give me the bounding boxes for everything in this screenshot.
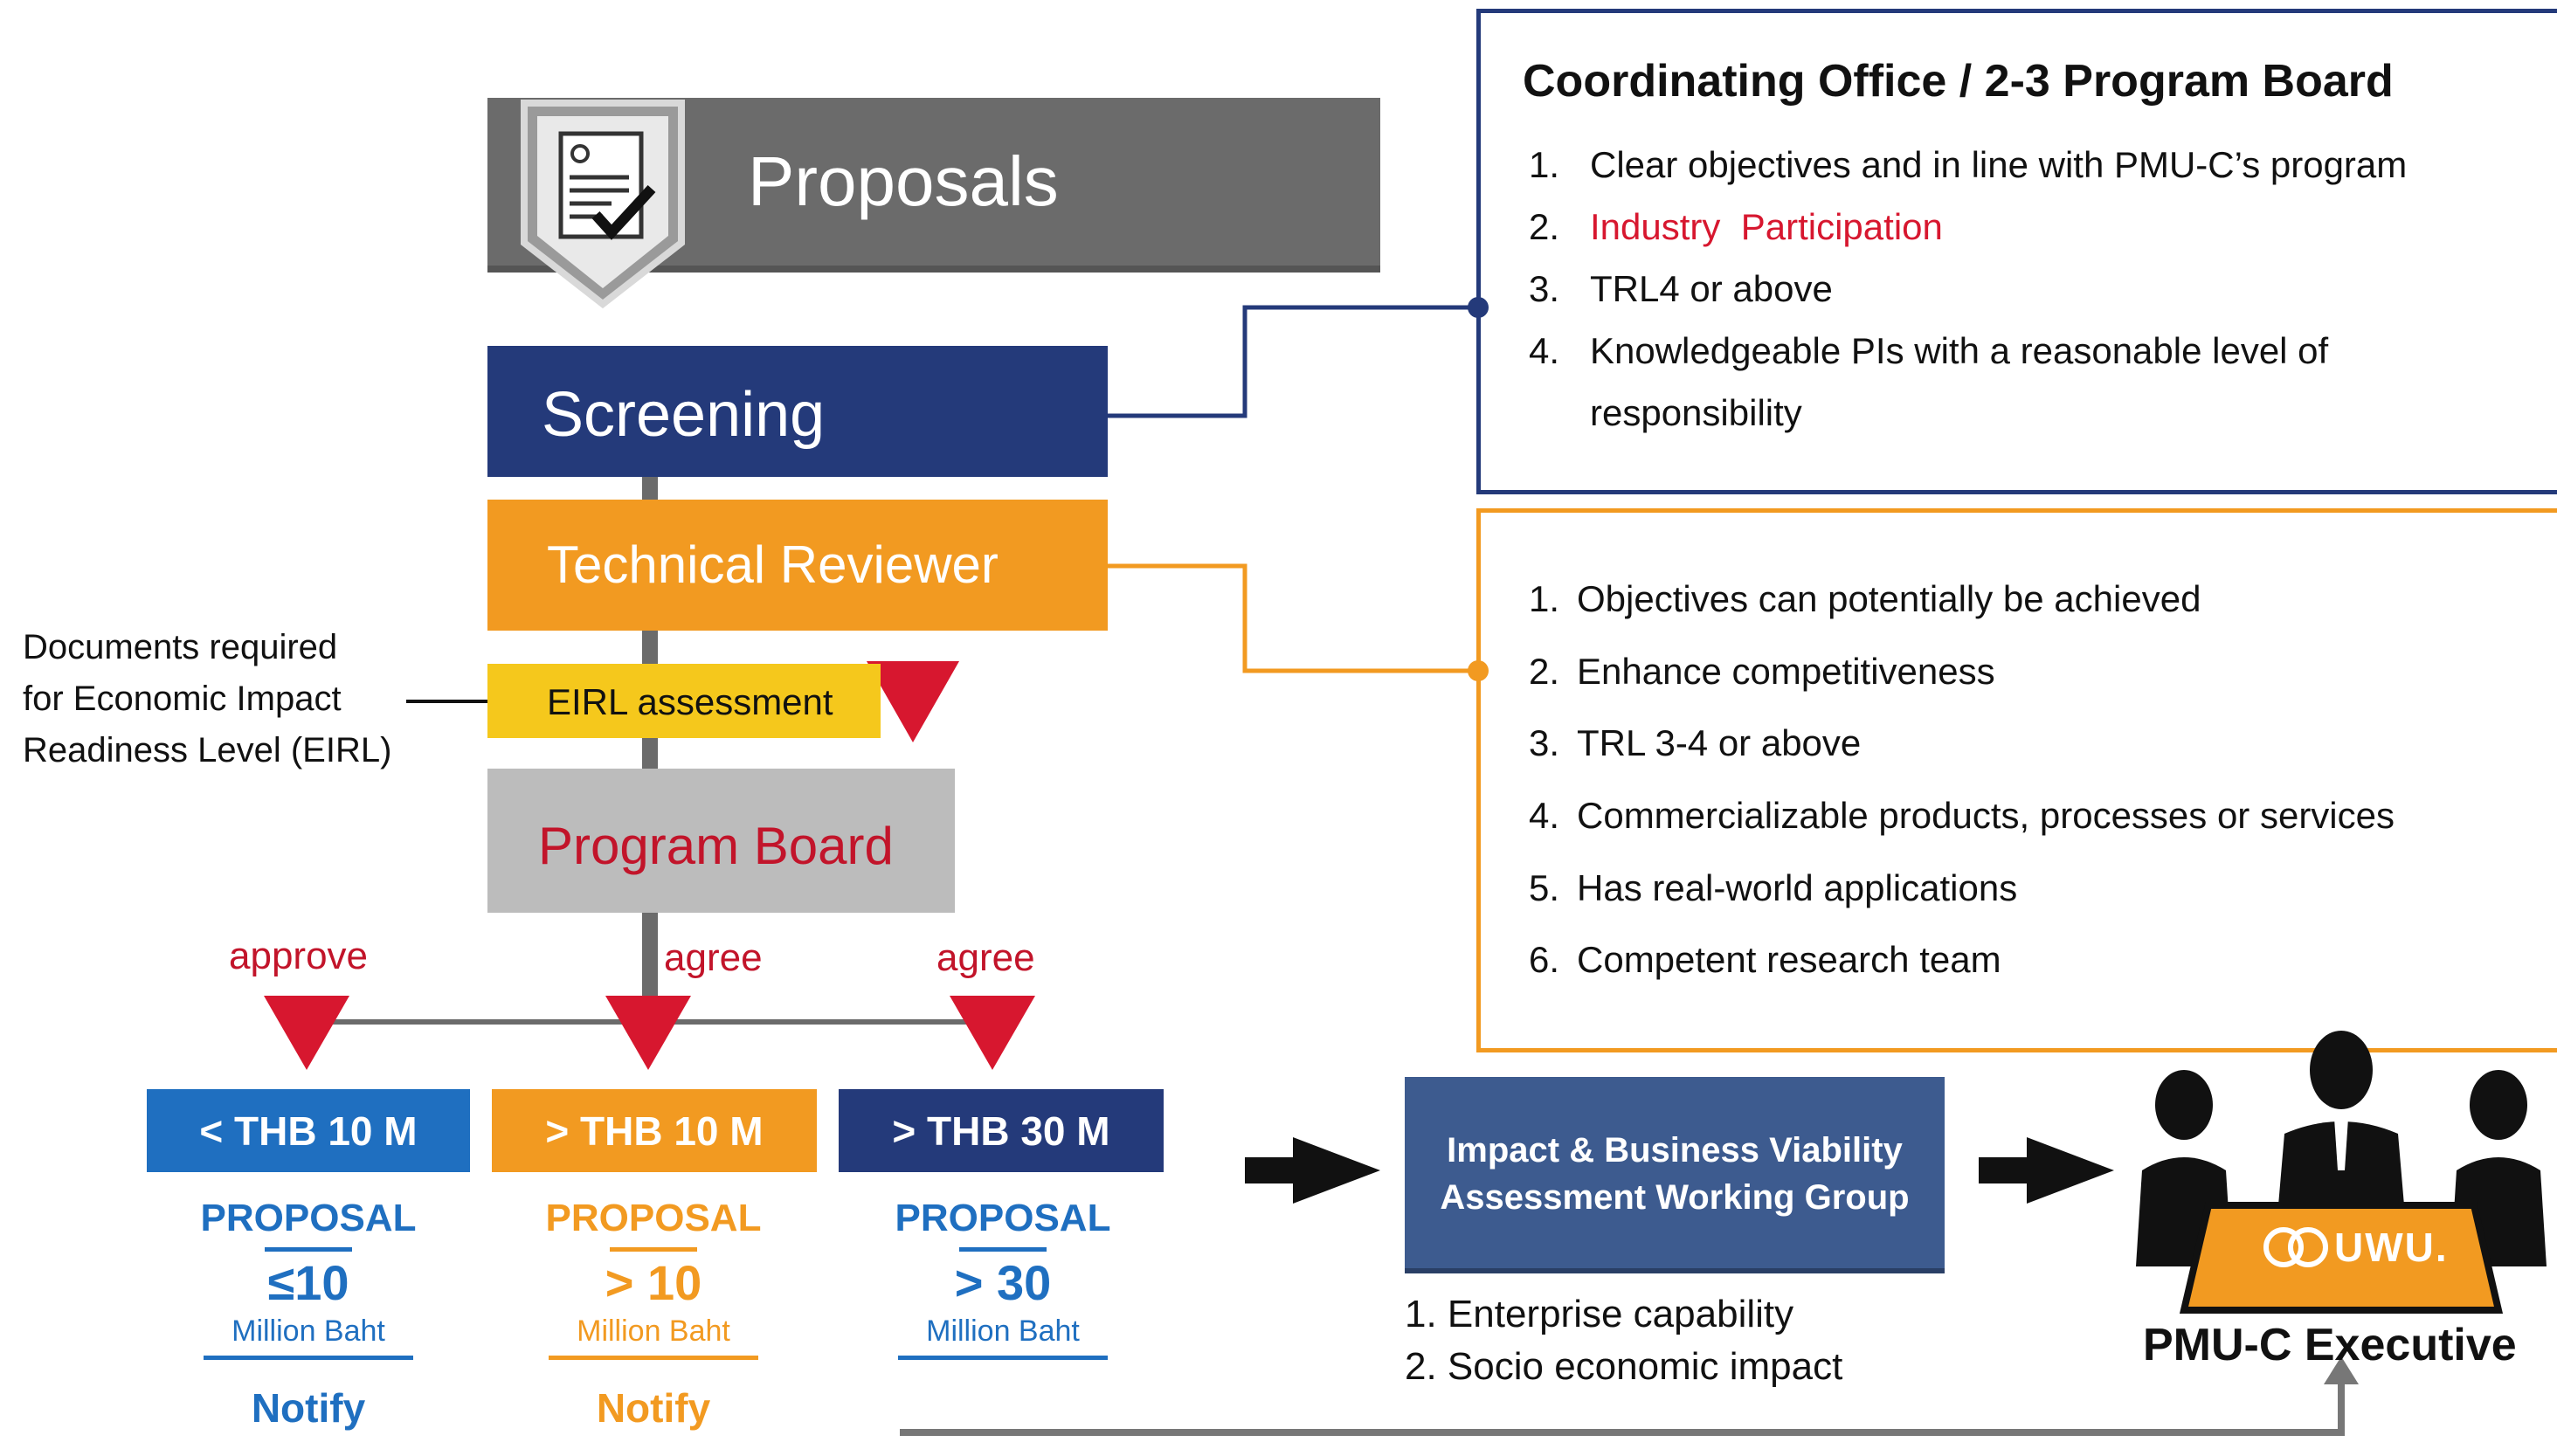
proposal-divider-3 — [959, 1247, 1047, 1252]
coordinating-item-1-num: 1. — [1529, 144, 1560, 185]
working-group-criteria-1: 1. Enterprise capability — [1405, 1293, 1794, 1335]
reviewer-item-4-text: Commercializable products, processes or … — [1577, 795, 2395, 836]
working-group-line1: Impact & Business Viability — [1447, 1131, 1903, 1170]
screening-label: Screening — [542, 380, 826, 450]
coordinating-item-4: 4. Knowledgeable PIs with a reasonable l… — [1529, 330, 2328, 372]
reviewer-item-6-text: Competent research team — [1577, 939, 2001, 980]
tier-label-3: > THB 30 M — [892, 1108, 1110, 1154]
action-label-2: Notify — [596, 1385, 711, 1431]
reviewer-item-2-num: 2. — [1529, 651, 1560, 692]
decision-label-1: approve — [229, 935, 369, 977]
working-group-line2: Assessment Working Group — [1440, 1178, 1910, 1217]
triangle-agree-1 — [605, 996, 691, 1070]
unit-label-3: Million Baht — [926, 1315, 1080, 1348]
tier-box-2: > THB 10 M — [492, 1089, 817, 1172]
program-board-label: Program Board — [538, 817, 894, 875]
executive-meeting-icon: UWU. — [2132, 1031, 2551, 1328]
coordinating-item-2-text: Industry Participation — [1590, 206, 1943, 247]
working-group-box: Impact & Business Viability Assessment W… — [1405, 1077, 1945, 1273]
reviewer-item-4: 4. Commercializable products, processes … — [1529, 795, 2395, 837]
branch-detail-2: PROPOSAL > 10 Million Baht Notify — [542, 1197, 765, 1432]
coordinating-item-1: 1. Clear objectives and in line with PMU… — [1529, 144, 2407, 186]
tier-box-1: < THB 10 M — [147, 1089, 470, 1172]
amount-label-3: > 30 — [954, 1255, 1052, 1310]
screening-connector — [1105, 305, 1476, 418]
eirl-label: EIRL assessment — [547, 681, 833, 722]
reviewer-item-1-num: 1. — [1529, 578, 1560, 619]
proposal-label-3: PROPOSAL — [895, 1197, 1111, 1239]
tier-label-2: > THB 10 M — [545, 1108, 764, 1154]
executive-label: PMU-C Executive — [2143, 1320, 2517, 1370]
tier-box-3: > THB 30 M — [839, 1089, 1164, 1172]
working-group-criteria-2: 2. Socio economic impact — [1405, 1345, 1843, 1388]
coordinating-item-3-text: TRL4 or above — [1590, 268, 1833, 309]
reviewer-item-3-text: TRL 3-4 or above — [1577, 722, 1862, 763]
triangle-approve — [264, 996, 349, 1070]
coordinating-item-2-num: 2. — [1529, 206, 1560, 247]
coordinating-item-3: 3. TRL4 or above — [1529, 268, 1833, 310]
unit-label-1: Million Baht — [232, 1315, 385, 1348]
documents-note-line2: for Economic Impact — [23, 680, 342, 718]
decision-label-3: agree — [936, 936, 1035, 979]
coordinating-item-4-text2: responsibility — [1590, 392, 1802, 433]
coordinating-office-panel: Coordinating Office / 2-3 Program Board … — [1476, 9, 2557, 494]
proposal-label-1: PROPOSAL — [200, 1197, 417, 1239]
documents-note: Documents required for Economic Impact R… — [23, 622, 391, 776]
branch-detail-3: PROPOSAL > 30 Million Baht — [891, 1197, 1115, 1360]
proposals-label: Proposals — [748, 142, 1059, 220]
reviewer-item-5: 5. Has real-world applications — [1529, 867, 2017, 909]
unit-divider-3 — [898, 1356, 1108, 1360]
executive-logo: UWU. — [2263, 1221, 2449, 1273]
tier-label-1: < THB 10 M — [199, 1108, 418, 1154]
amount-label-1: ≤10 — [267, 1255, 349, 1310]
reviewer-item-3: 3. TRL 3-4 or above — [1529, 722, 1861, 764]
screening-box: Screening — [487, 346, 1108, 477]
technical-reviewer-box: Technical Reviewer — [487, 500, 1108, 631]
documents-note-line1: Documents required — [23, 628, 338, 666]
reviewer-item-5-num: 5. — [1529, 867, 1560, 908]
technical-reviewer-label: Technical Reviewer — [547, 535, 999, 594]
logo-mark-icon — [2263, 1227, 2328, 1267]
coordinating-office-title: Coordinating Office / 2-3 Program Board — [1523, 56, 2394, 107]
reviewer-item-1-text: Objectives can potentially be achieved — [1577, 578, 2201, 619]
reviewer-item-6: 6. Competent research team — [1529, 939, 2001, 981]
reviewer-item-2-text: Enhance competitiveness — [1577, 651, 1995, 692]
arrow-to-working-group — [1245, 1137, 1380, 1204]
unit-divider-2 — [549, 1356, 758, 1360]
reviewer-item-1: 1. Objectives can potentially be achieve… — [1529, 578, 2201, 620]
coordinating-item-4-num: 4. — [1529, 330, 1560, 371]
action-label-1: Notify — [251, 1385, 366, 1431]
decision-label-2: agree — [664, 936, 763, 979]
coordinating-item-1-text: Clear objectives and in line with PMU-C’… — [1590, 144, 2408, 185]
arrow-to-executive — [1979, 1137, 2114, 1204]
triangle-agree-2 — [950, 996, 1035, 1070]
reviewer-item-5-text: Has real-world applications — [1577, 867, 2018, 908]
amount-label-2: > 10 — [605, 1255, 702, 1310]
eirl-triangle — [867, 661, 959, 742]
reviewer-connector — [1105, 563, 1476, 673]
proposal-divider-1 — [265, 1247, 352, 1252]
executive-logo-text: UWU. — [2334, 1225, 2449, 1270]
branch-detail-1: PROPOSAL ≤10 Million Baht Notify — [199, 1197, 418, 1432]
reviewer-criteria-panel: 1. Objectives can potentially be achieve… — [1476, 508, 2557, 1052]
coordinating-item-4-text: Knowledgeable PIs with a reasonable leve… — [1590, 330, 2329, 371]
coordinating-item-3-num: 3. — [1529, 268, 1560, 309]
working-group-criteria: 1. Enterprise capability 2. Socio econom… — [1405, 1288, 1842, 1393]
return-arrow-head — [2324, 1356, 2359, 1384]
reviewer-item-3-num: 3. — [1529, 722, 1560, 763]
reviewer-item-2: 2. Enhance competitiveness — [1529, 651, 1995, 693]
reviewer-item-6-num: 6. — [1529, 939, 1560, 980]
return-line — [900, 1380, 2345, 1436]
program-board-box: Program Board — [487, 769, 955, 913]
coordinating-item-2: 2. Industry Participation — [1529, 206, 1943, 248]
documents-note-line3: Readiness Level (EIRL) — [23, 731, 392, 769]
document-check-icon — [507, 94, 699, 313]
proposal-label-2: PROPOSAL — [545, 1197, 762, 1239]
unit-divider-1 — [204, 1356, 413, 1360]
unit-label-2: Million Baht — [577, 1315, 730, 1348]
proposal-divider-2 — [610, 1247, 697, 1252]
eirl-box: EIRL assessment — [487, 664, 881, 738]
reviewer-item-4-num: 4. — [1529, 795, 1560, 836]
